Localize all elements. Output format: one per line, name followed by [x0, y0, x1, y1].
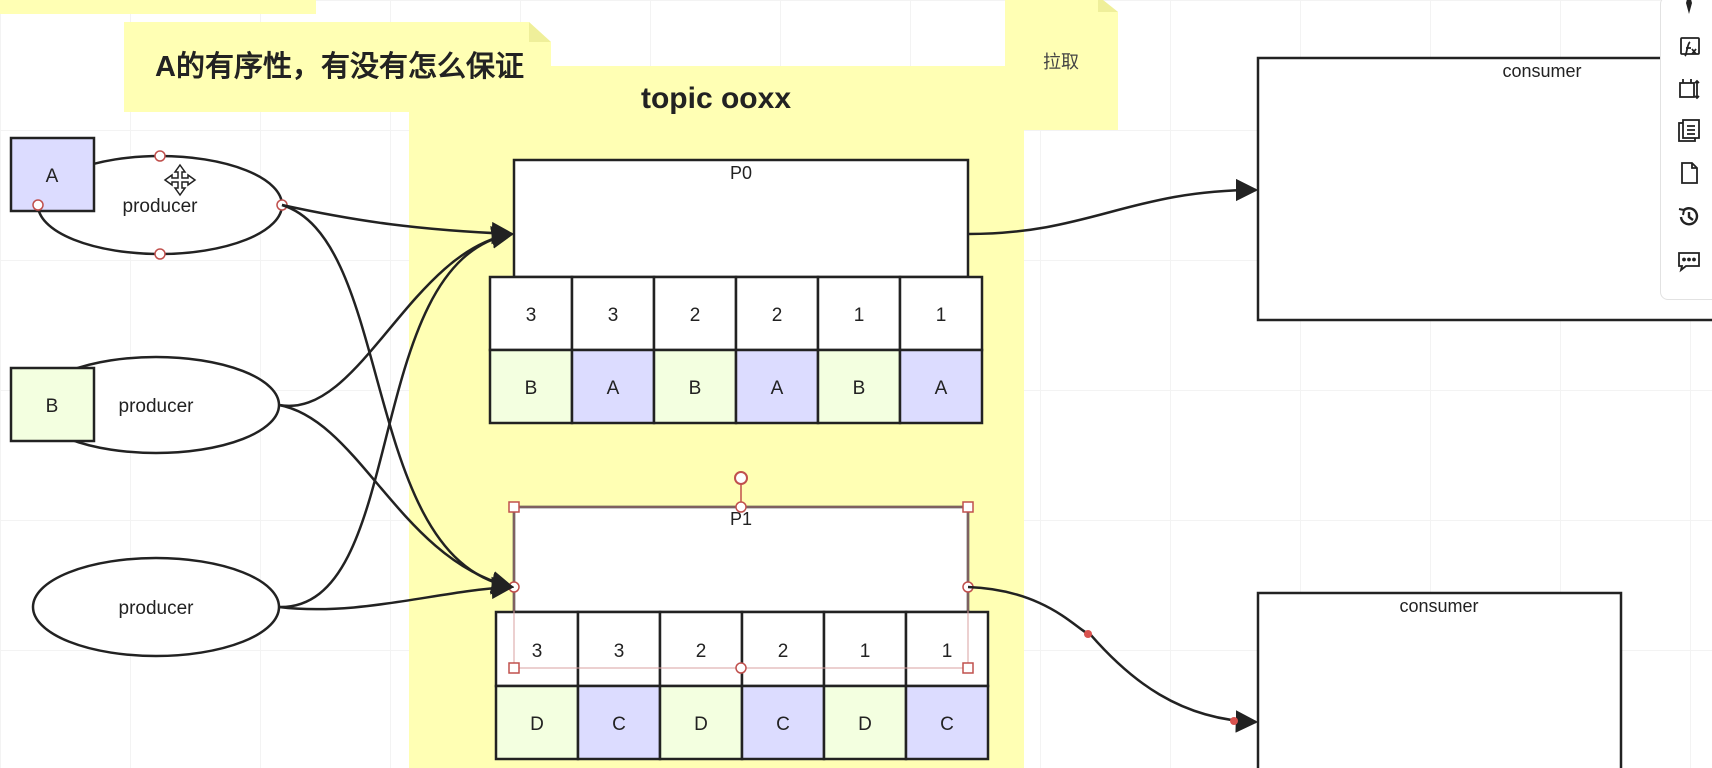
resize-handle[interactable]	[508, 662, 520, 674]
comment-icon[interactable]	[1675, 247, 1703, 275]
partition-p0[interactable]: P0 3 3 2 2 1 1 B A B A B A	[488, 158, 984, 425]
connector-b-to-p0[interactable]	[278, 226, 515, 408]
connector-c-to-p1[interactable]	[278, 576, 515, 611]
source-cell-d[interactable]	[822, 684, 908, 761]
connection-point[interactable]	[735, 501, 747, 513]
source-box-b[interactable]	[9, 366, 96, 443]
source-cell-value: D	[530, 714, 544, 735]
producer-c[interactable]: producer	[31, 556, 281, 658]
source-cell-value: C	[776, 714, 790, 735]
source-cell-value: B	[689, 378, 702, 399]
history-icon[interactable]	[1675, 203, 1703, 231]
producer-a[interactable]: A producer	[9, 136, 288, 260]
connector-b-to-p1[interactable]	[278, 403, 515, 594]
partition-p0-label: P0	[730, 163, 752, 183]
partition-p1-label: P1	[730, 509, 752, 529]
sticky-note-pull[interactable]: 拉取	[1005, 0, 1118, 130]
source-cell-value: D	[694, 714, 708, 735]
connection-point[interactable]	[735, 662, 747, 674]
question-text: A的有序性，有没有怎么保证	[155, 49, 524, 83]
partition-p0-box[interactable]	[512, 158, 970, 279]
sticky-note-top-left[interactable]	[0, 0, 316, 14]
page-icon[interactable]	[1675, 159, 1703, 187]
source-cell-value: D	[858, 714, 872, 735]
offset-cell-value: 3	[532, 641, 543, 662]
formula-icon[interactable]	[1675, 33, 1703, 61]
connection-point[interactable]	[32, 199, 44, 211]
source-cell-value: C	[940, 714, 954, 735]
source-cell-value: B	[853, 378, 866, 399]
source-cell-value: A	[935, 378, 948, 399]
consumer-2-label: consumer	[1399, 596, 1478, 616]
producer-b[interactable]: B producer	[9, 355, 281, 455]
connectors	[278, 178, 1259, 733]
connector-c-to-p0[interactable]	[278, 226, 515, 609]
producer-b-label: producer	[119, 396, 195, 417]
source-cell-a[interactable]	[570, 348, 656, 425]
consumer-1[interactable]: consumer	[1256, 56, 1712, 322]
offset-cell[interactable]	[658, 610, 744, 688]
source-cell-c[interactable]	[576, 684, 662, 761]
offset-cell[interactable]	[898, 275, 984, 352]
connection-point[interactable]	[154, 248, 166, 260]
source-cell-a[interactable]	[898, 348, 984, 425]
offset-cell-value: 2	[696, 641, 707, 662]
resize-handle[interactable]	[962, 501, 974, 513]
offset-cell-value: 3	[614, 641, 625, 662]
connector-p0-to-consumer-1[interactable]	[967, 178, 1259, 236]
partition-p1[interactable]: P1 3 3 2 2 1 1 D C D C D C	[494, 505, 990, 761]
rotate-handle[interactable]	[734, 471, 748, 485]
offset-cell-value: 2	[778, 641, 789, 662]
sticky-note-question[interactable]: A的有序性，有没有怎么保证	[124, 22, 551, 112]
partition-p0-queue: 3 3 2 2 1 1 B A B A B A	[488, 275, 984, 425]
resize-handle[interactable]	[508, 501, 520, 513]
offset-cell-value: 2	[772, 305, 783, 326]
pull-label: 拉取	[1043, 52, 1079, 72]
offset-cell-value: 1	[942, 641, 953, 662]
producer-a-label: producer	[123, 196, 199, 217]
compass-icon[interactable]	[1675, 0, 1703, 17]
producer-c-label: producer	[119, 598, 195, 619]
offset-cell[interactable]	[740, 610, 826, 688]
connection-point[interactable]	[154, 150, 166, 162]
offset-cell[interactable]	[734, 275, 820, 352]
source-cell-value: A	[607, 378, 620, 399]
offset-cell[interactable]	[576, 610, 662, 688]
offset-cell-value: 1	[854, 305, 865, 326]
offset-cell-value: 2	[690, 305, 701, 326]
partition-p1-queue: 3 3 2 2 1 1 D C D C D C	[494, 610, 990, 761]
offset-cell-value: 1	[936, 305, 947, 326]
resize-handle[interactable]	[962, 662, 974, 674]
offset-cell-value: 3	[526, 305, 537, 326]
offset-cell[interactable]	[822, 610, 908, 688]
source-cell-b[interactable]	[652, 348, 738, 425]
partition-p1-box[interactable]	[512, 505, 970, 614]
canvas-size-icon[interactable]	[1675, 75, 1703, 103]
connector-a-to-p1[interactable]	[281, 203, 515, 595]
topic-title: topic ooxx	[641, 82, 791, 115]
source-box-a-label: A	[46, 166, 59, 187]
connector-a-to-p0[interactable]	[281, 203, 515, 245]
source-cell-b[interactable]	[816, 348, 902, 425]
consumer-2[interactable]: consumer	[1256, 591, 1623, 768]
consumer-1-label: consumer	[1502, 61, 1581, 81]
source-box-a[interactable]	[9, 136, 96, 213]
move-cursor-icon	[163, 163, 197, 197]
source-box-b-label: B	[46, 396, 59, 417]
right-toolbar	[1660, 0, 1712, 300]
source-cell-c[interactable]	[904, 684, 990, 761]
multi-page-icon[interactable]	[1675, 117, 1703, 145]
connector-waypoint[interactable]	[1084, 630, 1092, 638]
offset-cell-value: 1	[860, 641, 871, 662]
source-cell-value: B	[525, 378, 538, 399]
offset-cell-value: 3	[608, 305, 619, 326]
source-cell-value: C	[612, 714, 626, 735]
offset-cell[interactable]	[570, 275, 656, 352]
source-cell-c[interactable]	[740, 684, 826, 761]
source-cell-d[interactable]	[494, 684, 580, 761]
connector-waypoint[interactable]	[1230, 717, 1238, 725]
source-cell-value: A	[771, 378, 784, 399]
